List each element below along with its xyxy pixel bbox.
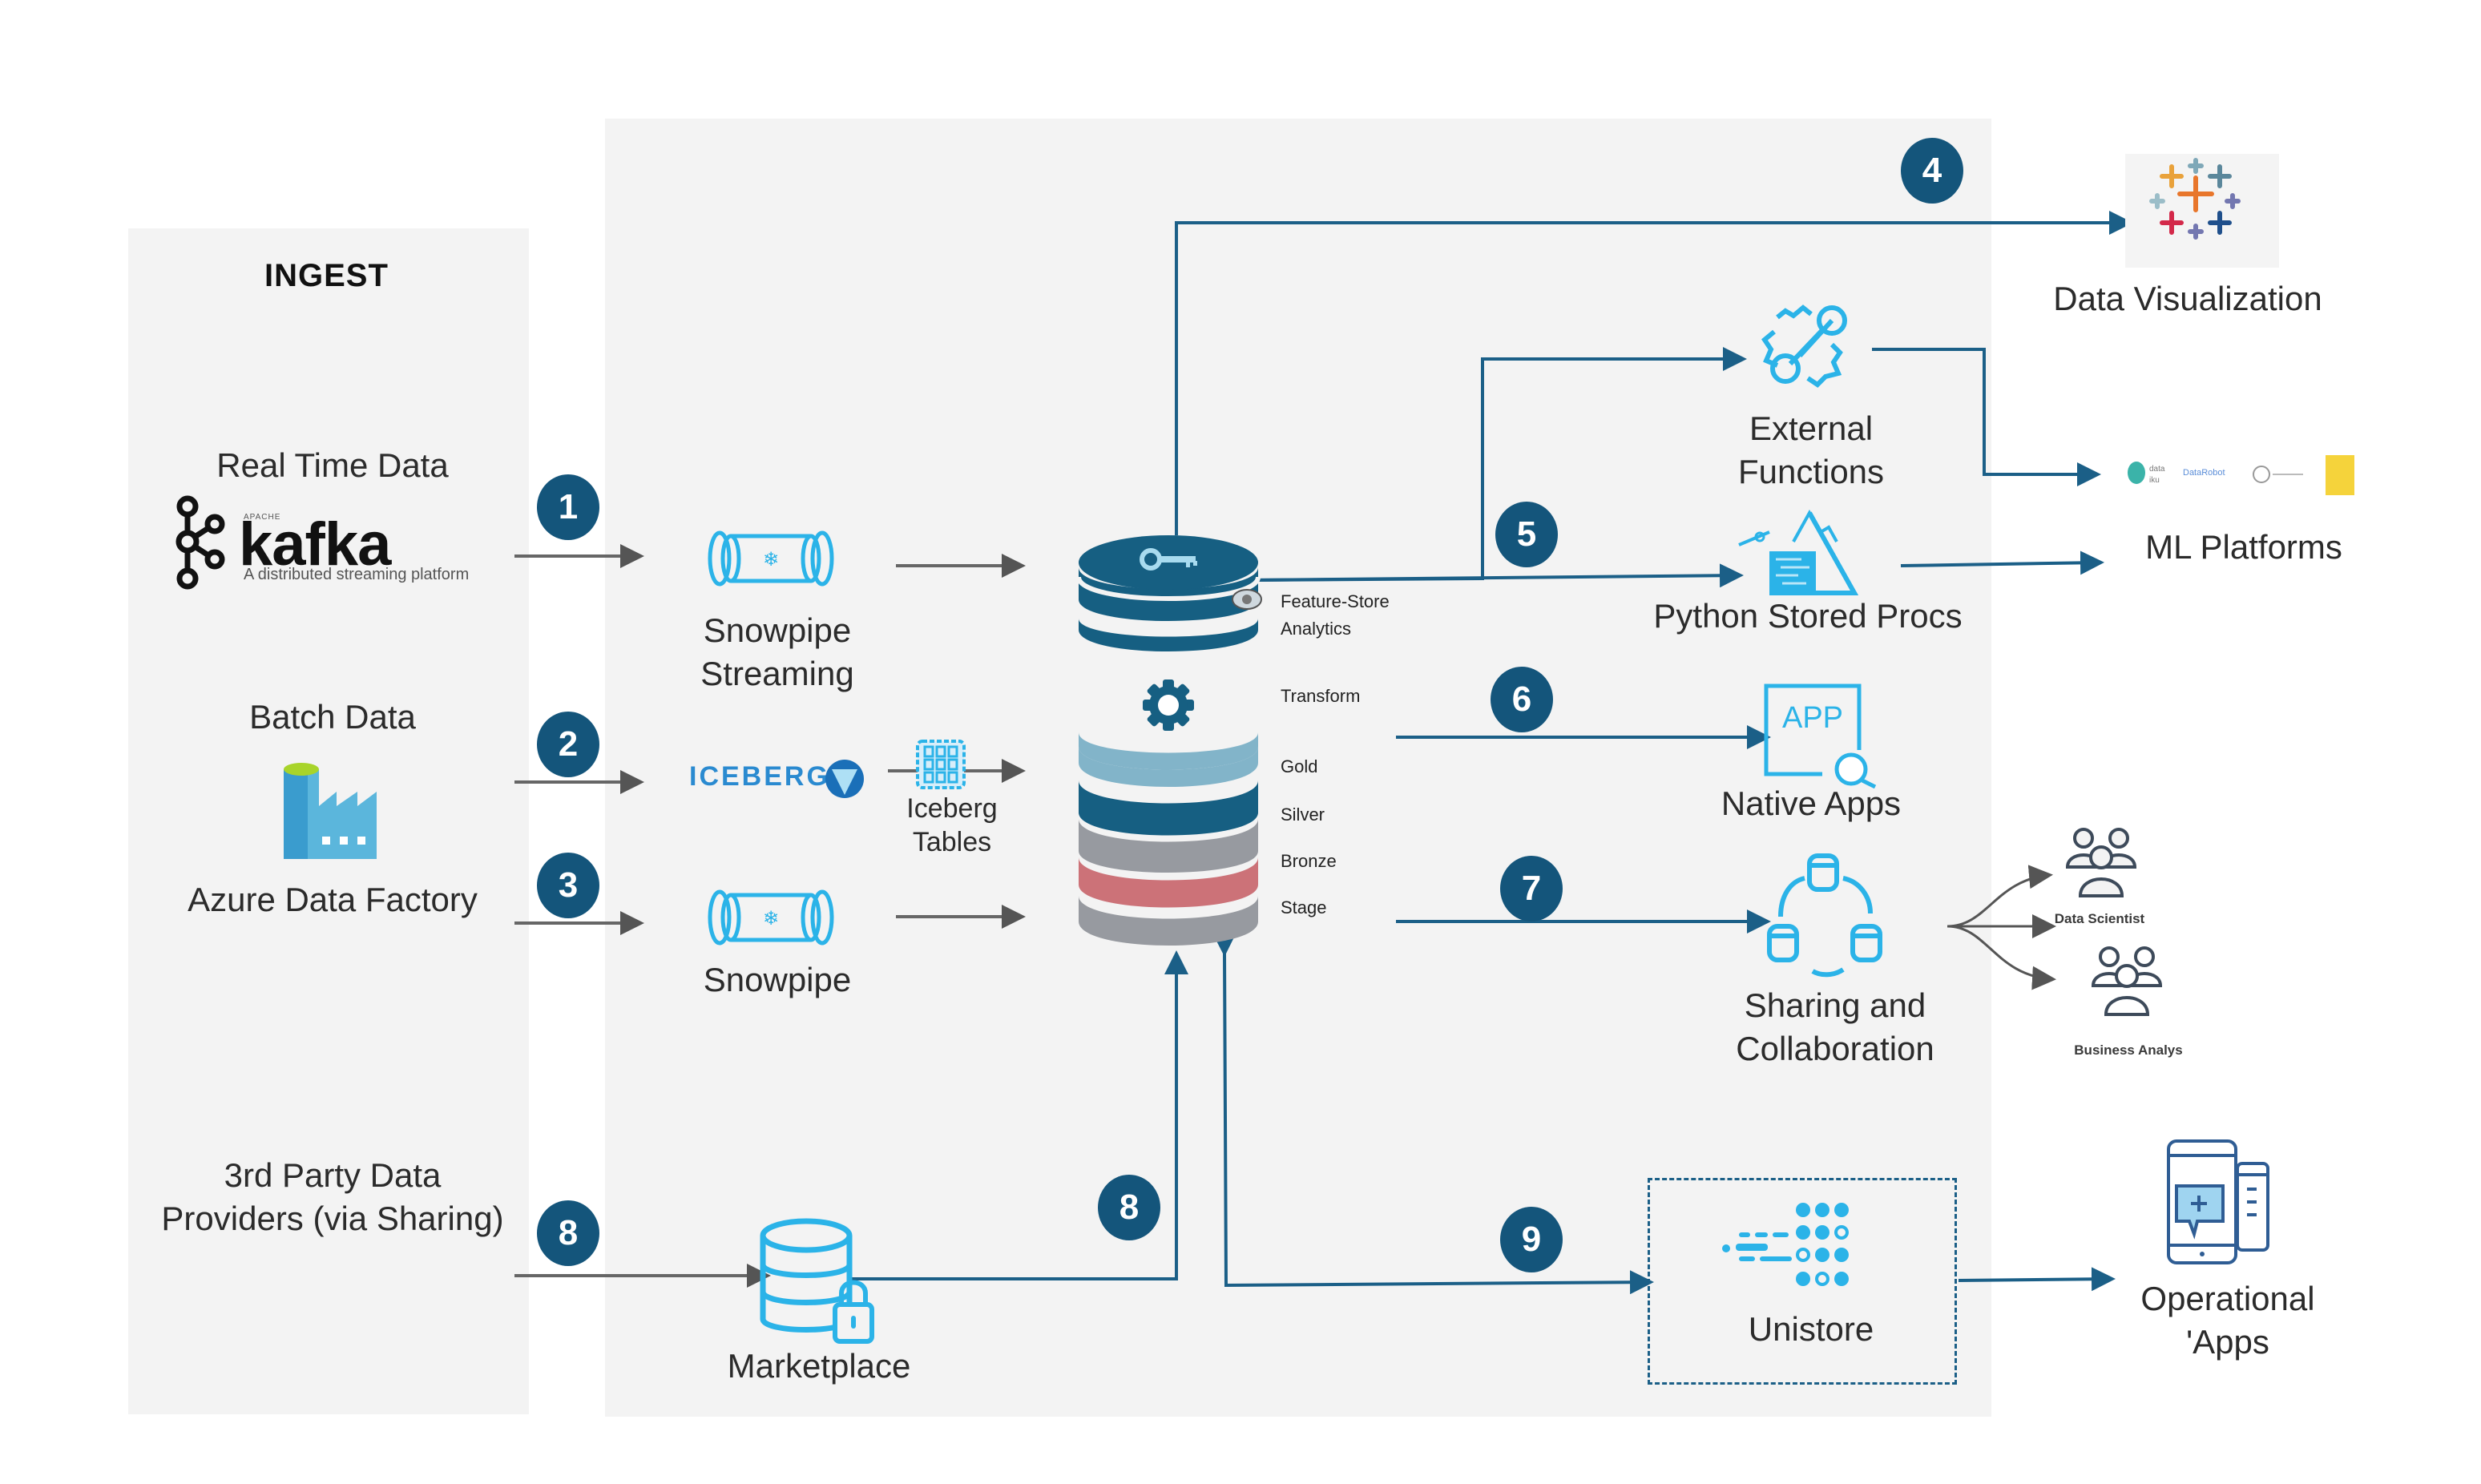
data-scientist-label: Data Scientist [2054,911,2145,926]
iceberg-wordmark: ICEBERG [689,761,830,792]
app-icon-text: APP [1782,701,1843,735]
third-party-label-line2: Providers (via Sharing) [161,1200,504,1237]
kafka-apache-text: APACHE [244,513,281,522]
iceberg-logo: ICEBERG [688,756,872,805]
db-layer-top-middle [1079,567,1258,621]
step-badge-4: 4 [1901,138,1963,204]
unistore-box[interactable] [1648,1178,1957,1385]
db-layer-stage-red [1079,857,1258,908]
svg-text:❄: ❄ [763,549,779,571]
step-badge-7: 7 [1500,856,1563,921]
database-lock-icon [760,1218,874,1344]
pipe-snowflake-icon: ❄ [708,530,834,587]
mobile-apps-icon [2167,1139,2269,1264]
step-badge-6: 6 [1491,667,1553,732]
eye-icon [1232,589,1262,610]
ml-platforms-label: ML Platforms [2145,528,2342,566]
sharing-label-1: Sharing and [1744,986,1926,1024]
gold-label: Gold [1281,756,1318,776]
step-badge-2: 2 [537,712,599,777]
analytics-label: Analytics [1281,619,1352,639]
datarobot-logo: DataRobot [2183,468,2225,478]
ingest-title: INGEST [264,258,389,293]
shared-databases-icon [1767,853,1882,978]
third-party-label-line1: 3rd Party Data [224,1156,442,1194]
app-search-icon: APP [1764,684,1877,788]
step-badge-8-marketplace: 8 [1098,1175,1160,1240]
kafka-tagline: A distributed streaming platform [244,566,470,583]
kubeflow-logo [2326,455,2354,495]
pipe-snowflake-icon: ❄ [708,889,834,946]
snowpipe-label: Snowpipe [703,961,852,998]
iceberg-tables-label-1: Iceberg [906,793,998,824]
users-group-icon [2091,946,2163,1016]
svg-text:iku: iku [2149,476,2160,485]
db-layer-bronze [1079,819,1258,873]
step-badge-9: 9 [1500,1207,1563,1272]
db-layer-silver [1079,780,1258,836]
operational-apps-label-2: 'Apps [2186,1323,2269,1361]
ml-platform-logos: data iku DataRobot [2116,450,2356,498]
marketplace-label: Marketplace [727,1347,911,1385]
snowflake-core-database [1076,535,1262,946]
iceberg-tables-label-2: Tables [912,827,992,857]
kafka-wordmark: kafka [239,510,391,579]
business-analyst-label: Business Analys [2074,1042,2183,1058]
azure-data-factory-label: Azure Data Factory [188,881,478,918]
iceberg-icon [825,760,864,798]
db-layer-gold [1079,747,1258,787]
step-badge-3: 3 [537,853,599,918]
step-badge-5: 5 [1495,502,1558,567]
tableau-logo-box [2125,154,2279,268]
sharing-label-2: Collaboration [1736,1030,1934,1067]
svg-text:data: data [2149,465,2165,474]
feature-store-label: Feature-Store [1281,591,1390,611]
unistore-dots-icon [1722,1203,1849,1286]
db-layer-top-lower [1079,619,1258,651]
python-stored-procs-label: Python Stored Procs [1653,597,1963,635]
native-apps-label: Native Apps [1721,784,1902,822]
key-icon [1140,548,1197,571]
table-grid-icon [916,740,966,789]
unistore-label: Unistore [1748,1310,1874,1348]
real-time-data-label: Real Time Data [216,446,449,484]
step-badge-8-ingest: 8 [537,1200,599,1266]
stage-label: Stage [1281,897,1327,917]
step-badge-1: 1 [537,474,599,540]
transform-label: Transform [1281,686,1361,706]
kafka-logo: APACHE kafka A distributed streaming pla… [171,492,508,596]
external-functions-label-2: Functions [1737,453,1885,490]
users-group-icon [2065,828,2137,897]
data-visualization-label: Data Visualization [2053,280,2322,317]
external-functions-label-1: External [1749,409,1874,447]
db-layer-stage [1079,896,1258,946]
factory-icon [284,763,377,859]
snowpipe-streaming-label-2: Streaming [700,655,854,692]
batch-data-label: Batch Data [249,698,416,736]
tableau-icon [2149,158,2241,240]
wrench-gear-icon [1761,304,1847,388]
silver-label: Silver [1281,805,1325,825]
gear-icon [1143,679,1194,731]
operational-apps-label-1: Operational [2140,1280,2315,1317]
kafka-icon [175,495,225,590]
python-mountain-icon [1738,510,1859,595]
bronze-label: Bronze [1281,851,1337,871]
svg-text:❄: ❄ [763,908,779,930]
dataiku-icon: data iku [2128,462,2165,485]
snowpipe-streaming-label-1: Snowpipe [703,611,852,649]
h2o-icon [2253,466,2303,483]
